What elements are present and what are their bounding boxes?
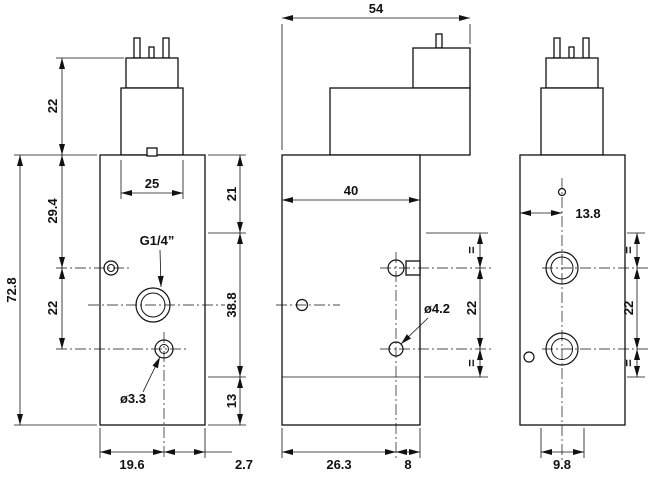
label-hole-diameter: ø3.3 — [120, 391, 146, 406]
equal-mark-bottom: = — [621, 359, 636, 367]
dim-hole-to-edge: 8 — [404, 457, 411, 472]
label-port-thread: G1/4” — [140, 233, 175, 248]
solenoid-coil — [329, 87, 471, 156]
coil-tab — [146, 147, 158, 157]
connector-pin-right — [162, 37, 170, 59]
dim-bottom-section: 13 — [224, 394, 239, 408]
valve-body — [519, 154, 626, 426]
dim-overall-depth: 54 — [369, 1, 384, 16]
dim-port-spacing: 22 — [45, 301, 60, 315]
dim-coil-height: 22 — [45, 99, 60, 113]
rear-view-dimensions: 13.8 = 22 = 9.8 — [520, 206, 645, 472]
side-view — [276, 33, 492, 460]
front-view-dimensions: 72.8 22 29.4 22 25 21 38.8 13 G1/4” ø3.3… — [4, 57, 253, 472]
side-view-dimensions: 54 40 = 22 = ø4.2 26.3 8 — [281, 1, 488, 472]
dim-center-offset: 13.8 — [575, 206, 600, 221]
small-hole-bottom — [523, 351, 535, 363]
connector-pin-right — [582, 37, 590, 59]
solenoid-coil — [120, 87, 184, 156]
dim-top-section: 21 — [224, 187, 239, 201]
equal-mark-top: = — [464, 246, 479, 254]
din-connector — [545, 57, 599, 89]
leader-line — [142, 356, 161, 393]
din-connector — [125, 57, 179, 89]
dim-hole-to-edge: 2.7 — [235, 457, 253, 472]
equal-mark-bottom: = — [464, 359, 479, 367]
front-view — [56, 37, 225, 460]
din-connector — [412, 47, 471, 89]
connector-pin-left — [553, 37, 561, 59]
equal-mark-top: = — [621, 246, 636, 254]
connector-pin-center — [148, 46, 155, 59]
connector-pin-left — [133, 37, 141, 59]
dim-mid-section: 38.8 — [224, 292, 239, 317]
dim-coil-width: 25 — [145, 176, 159, 191]
dim-port-spacing: 22 — [464, 301, 479, 315]
dim-body-depth: 40 — [344, 183, 358, 198]
solenoid-coil — [540, 87, 604, 156]
label-hole-diameter: ø4.2 — [424, 301, 450, 316]
leader-line — [400, 317, 429, 345]
connector-pin-center — [568, 46, 575, 59]
dim-total-height: 72.8 — [4, 277, 19, 302]
dim-edge-to-hole: 19.6 — [119, 457, 144, 472]
dim-port-spacing: 22 — [621, 301, 636, 315]
dim-edge-to-hole: 26.3 — [326, 457, 351, 472]
dim-bottom-offset: 9.8 — [553, 457, 571, 472]
dim-body-to-port: 29.4 — [45, 198, 60, 224]
rear-view — [519, 37, 648, 460]
leader-line — [157, 249, 164, 288]
connector-pin — [435, 33, 443, 49]
